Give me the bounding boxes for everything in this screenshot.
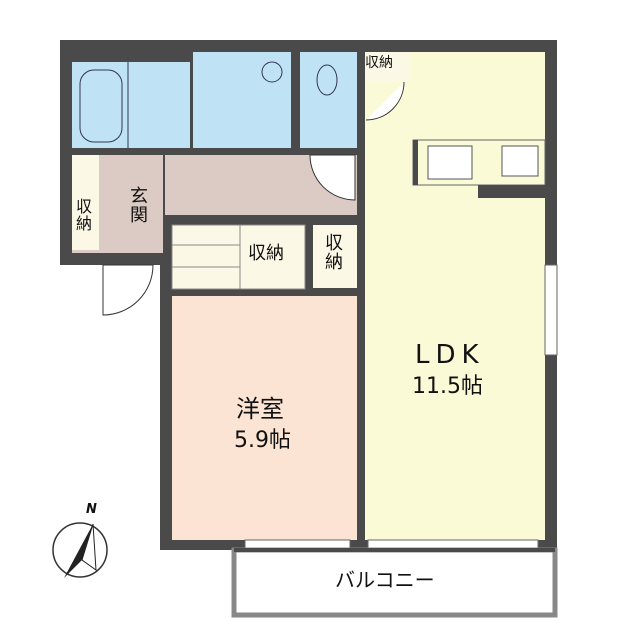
storage-middle bbox=[171, 224, 306, 290]
compass-label: N bbox=[86, 502, 97, 517]
balcony bbox=[231, 547, 558, 618]
storage-middle-label: 収納 bbox=[248, 243, 284, 264]
western-room bbox=[172, 296, 357, 540]
storage-left-label: 収納 bbox=[73, 198, 92, 232]
ldk-size: 11.5帖 bbox=[412, 374, 483, 399]
stove bbox=[501, 145, 539, 177]
storage-top-label: 収納 bbox=[365, 55, 393, 71]
storage-small-label: 収納 bbox=[322, 233, 343, 271]
toilet bbox=[300, 52, 357, 148]
balcony-label: バルコニー bbox=[335, 568, 435, 592]
north-arrow-icon bbox=[52, 522, 108, 578]
sink bbox=[427, 145, 473, 180]
western-name: 洋室 bbox=[236, 395, 284, 423]
ldk-name: LDK bbox=[415, 340, 485, 370]
washroom bbox=[193, 52, 291, 148]
western-size: 5.9帖 bbox=[234, 428, 291, 453]
storage-small bbox=[313, 225, 357, 288]
entrance-label: 玄関 bbox=[127, 186, 148, 224]
ldk-room bbox=[365, 52, 545, 540]
bathroom bbox=[72, 62, 190, 148]
